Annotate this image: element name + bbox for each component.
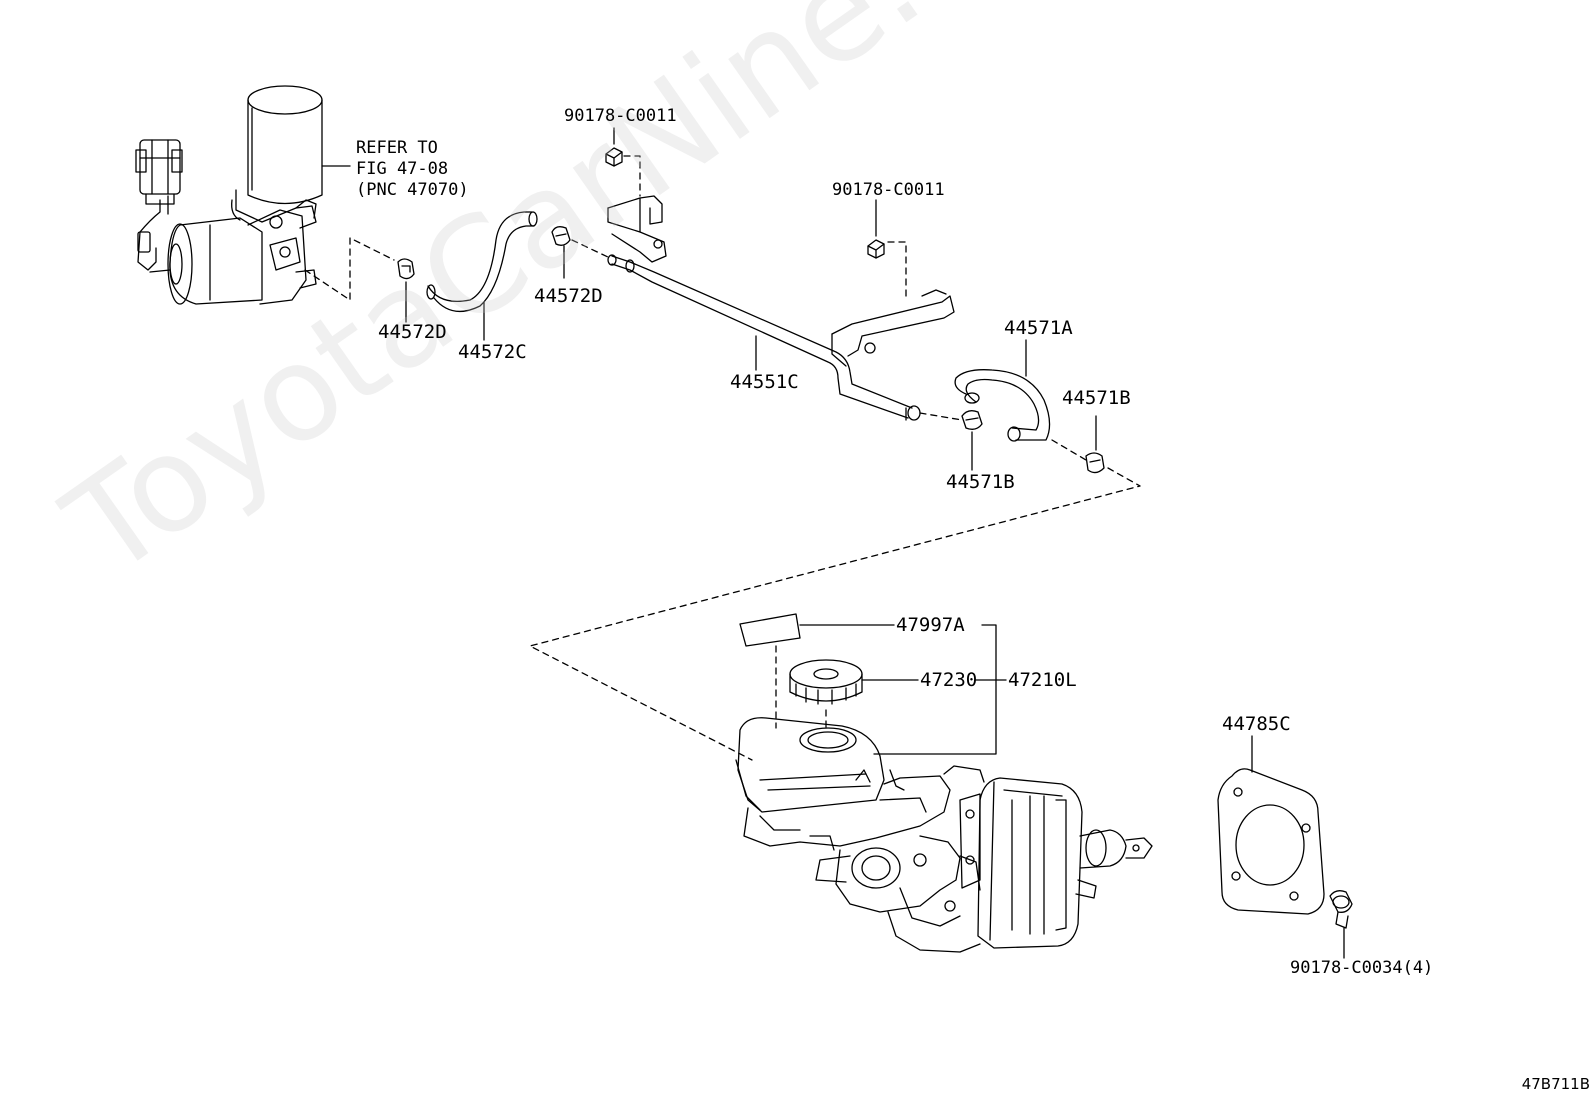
callout-44572C[interactable]: 44572C [458, 341, 527, 363]
note-line-1: REFER TO [356, 138, 438, 158]
clamp-44571B-right [1086, 416, 1104, 473]
bracket-47210L [874, 625, 1006, 754]
callout-44572D-left[interactable]: 44572D [378, 321, 447, 343]
bolt-90178-C0034 [1330, 891, 1352, 958]
hose-44571A [955, 340, 1049, 441]
hose-44572C [427, 212, 537, 340]
callout-47997A[interactable]: 47997A [896, 614, 965, 636]
note-line-3: (PNC 47070) [356, 180, 469, 200]
clamp-44572D-left [398, 259, 414, 322]
refer-note: REFER TO FIG 47-08 (PNC 47070) [356, 138, 469, 201]
reservoir-cap-47230 [790, 660, 918, 704]
callout-90178-C0034[interactable]: 90178-C0034(4) [1290, 958, 1434, 978]
callout-44571B-low[interactable]: 44571B [946, 471, 1015, 493]
callout-90178-C0011-mid[interactable]: 90178-C0011 [832, 180, 945, 200]
figure-id: 47B711B [1521, 1075, 1590, 1093]
pump-motor-assembly [136, 86, 350, 304]
callout-44571B-right[interactable]: 44571B [1062, 387, 1131, 409]
pipe-44551C [608, 196, 954, 420]
label-sticker-47997A [740, 614, 894, 646]
clamp-44572D-right [552, 227, 570, 278]
callout-47230[interactable]: 47230 [920, 669, 978, 691]
gasket-44785C [1218, 736, 1324, 914]
callout-47210L[interactable]: 47210L [1008, 669, 1077, 691]
nut-90178-top [606, 128, 622, 166]
callout-90178-C0011-top[interactable]: 90178-C0011 [564, 106, 677, 126]
callout-44551C[interactable]: 44551C [730, 371, 799, 393]
clamp-44571B-low [962, 411, 982, 470]
nut-90178-mid [868, 200, 884, 258]
callout-44785C[interactable]: 44785C [1222, 713, 1291, 735]
master-cylinder-assembly [736, 718, 1152, 952]
note-line-2: FIG 47-08 [356, 159, 449, 179]
callout-44572D-right[interactable]: 44572D [534, 285, 603, 307]
callout-44571A[interactable]: 44571A [1004, 317, 1073, 339]
